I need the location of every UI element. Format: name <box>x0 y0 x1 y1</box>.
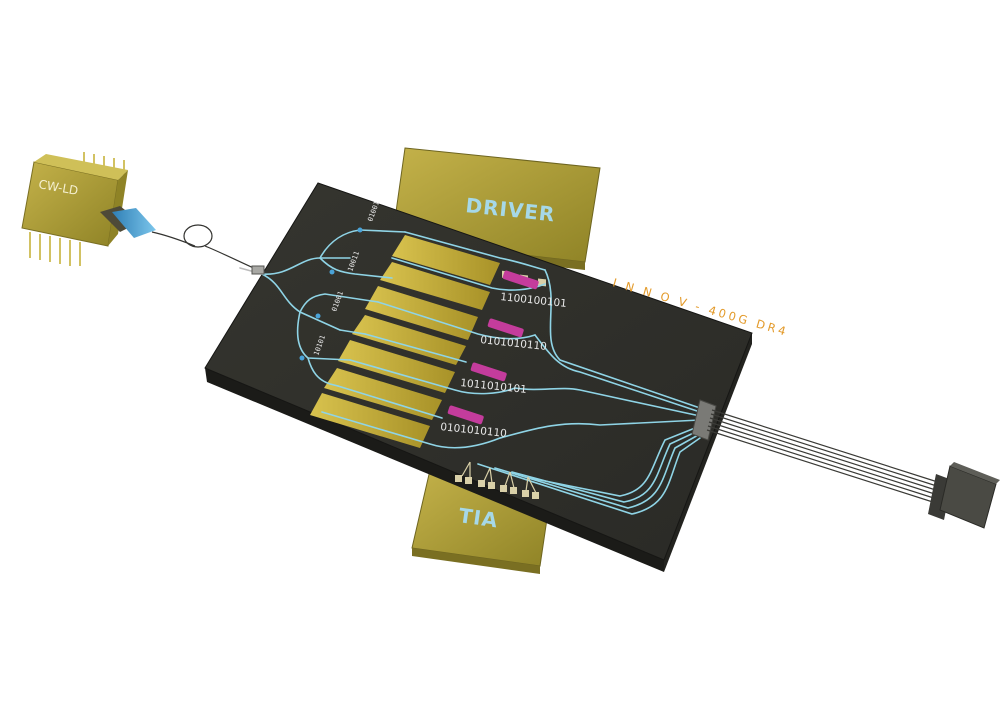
heater-4 <box>447 405 484 425</box>
input-fiber <box>151 224 259 271</box>
tia-label: TIA <box>457 503 500 532</box>
heater-3 <box>470 362 507 382</box>
heater-1 <box>502 270 539 290</box>
phase-shifter-taps <box>299 227 363 361</box>
mpo-connector <box>928 462 1000 529</box>
heater-2 <box>487 318 524 338</box>
cw-laser-package: CW-LD <box>21 152 156 266</box>
fiber-ribbon <box>691 399 945 505</box>
waveguide-network <box>239 229 701 515</box>
tia-board: TIA <box>411 469 553 574</box>
fiber-coupler <box>251 265 265 275</box>
cw-ld-label: CW-LD <box>37 177 79 198</box>
heaters <box>447 270 539 425</box>
photodiodes <box>455 461 539 499</box>
modulator-electrodes <box>310 235 500 448</box>
